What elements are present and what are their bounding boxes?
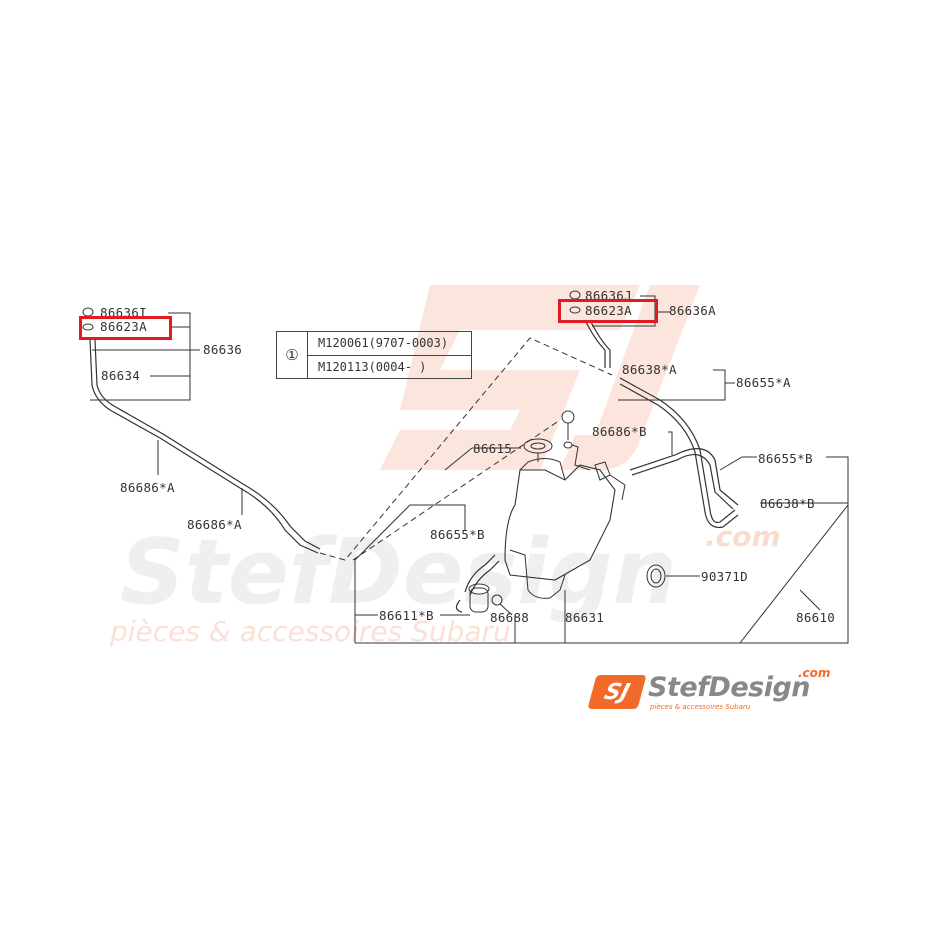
- label-86623A-left[interactable]: 86623A: [100, 319, 147, 334]
- highlight-box-right: [558, 299, 658, 323]
- label-86623A-right[interactable]: 86623A: [585, 303, 632, 318]
- label-86631[interactable]: 86631: [565, 610, 605, 625]
- label-86638A[interactable]: 86638*A: [622, 362, 677, 377]
- label-86638B[interactable]: 86638*B: [760, 496, 815, 511]
- pump-motor-icon: [469, 587, 489, 613]
- circled-ref-symbol: ①: [277, 332, 308, 378]
- logo-tagline: pièces & accessoires Subaru: [650, 703, 751, 711]
- label-86686A-1[interactable]: 86686*A: [120, 480, 175, 495]
- watermark-dotcom: .com: [705, 520, 781, 553]
- note-table: ① M120061(9707-0003) M120113(0004- ): [276, 331, 472, 379]
- logo-dotcom: .com: [798, 666, 831, 680]
- label-86634[interactable]: 86634: [101, 368, 141, 383]
- label-86636[interactable]: 86636: [203, 342, 243, 357]
- label-86655B-tank[interactable]: 86655*B: [430, 527, 485, 542]
- label-86688[interactable]: 86688: [490, 610, 530, 625]
- tank-cap-icon: [523, 438, 553, 454]
- logo-name: StefDesign: [648, 672, 811, 703]
- grommet-icon: [646, 564, 666, 588]
- label-86655A[interactable]: 86655*A: [736, 375, 791, 390]
- label-86610[interactable]: 86610: [796, 610, 836, 625]
- label-86686B[interactable]: 86686*B: [592, 424, 647, 439]
- logo-badge: SJ: [587, 675, 647, 709]
- label-86615[interactable]: 86615: [473, 441, 513, 456]
- note-row: M120061(9707-0003): [318, 336, 449, 351]
- label-86655B-right[interactable]: 86655*B: [758, 451, 813, 466]
- label-86686A-2[interactable]: 86686*A: [187, 517, 242, 532]
- nozzle-cap-icon: [82, 307, 94, 317]
- highlight-box-left: [79, 316, 172, 340]
- note-row: M120113(0004- ): [308, 354, 471, 379]
- label-86636A[interactable]: 86636A: [669, 303, 716, 318]
- watermark-brand: StefDesign: [120, 520, 677, 625]
- label-90371D[interactable]: 90371D: [701, 569, 748, 584]
- label-86611B[interactable]: 86611*B: [379, 608, 434, 623]
- stefdesign-logo: SJ StefDesign .com pièces & accessoires …: [587, 666, 850, 716]
